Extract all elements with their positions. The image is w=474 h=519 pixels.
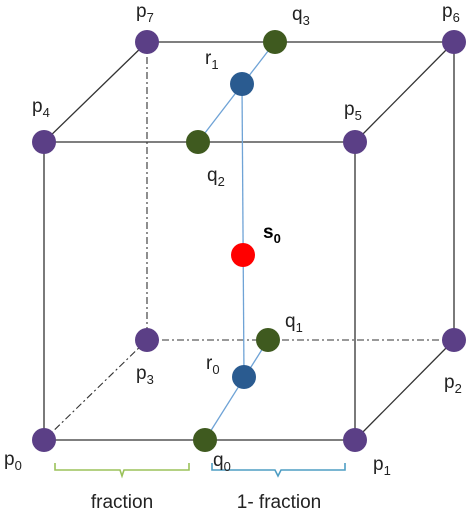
label-q0: q0 <box>213 450 231 474</box>
point-labels: p0 p1 p2 p3 p4 p5 p6 p7 q0 q1 q2 q3 r0 r… <box>4 1 462 478</box>
label-p2: p2 <box>444 372 462 396</box>
point-q1 <box>256 328 280 352</box>
label-q2: q2 <box>207 165 225 189</box>
hidden-edges <box>43 42 454 441</box>
face-interpolated-points <box>230 72 256 389</box>
point-p1 <box>343 428 367 452</box>
point-q3 <box>263 30 287 54</box>
label-p5: p5 <box>344 99 362 123</box>
label-p3: p3 <box>136 363 154 387</box>
point-p2 <box>442 328 466 352</box>
edge-interpolated-points <box>186 30 287 452</box>
point-q2 <box>186 130 210 154</box>
edge-p5-p6 <box>354 41 455 143</box>
cube-edges <box>43 41 455 441</box>
brace-one-minus-fraction-path <box>211 463 346 478</box>
hidden-edge-p0-p3 <box>43 339 148 441</box>
point-r1 <box>230 72 254 96</box>
point-q0 <box>193 428 217 452</box>
label-q3: q3 <box>292 4 310 28</box>
label-p6: p6 <box>442 1 460 25</box>
label-p1: p1 <box>373 454 391 478</box>
brace-one-minus-fraction <box>211 463 346 478</box>
line-q0-q1 <box>204 339 269 441</box>
point-p3 <box>135 328 159 352</box>
point-p5 <box>343 130 367 154</box>
label-p4: p4 <box>32 96 50 120</box>
label-s0: s0 <box>263 222 281 246</box>
edge-p4-p7 <box>43 41 148 143</box>
label-p0: p0 <box>4 449 22 473</box>
label-r1: r1 <box>205 48 219 72</box>
label-q1: q1 <box>285 311 303 335</box>
point-p0 <box>32 428 56 452</box>
point-p7 <box>135 30 159 54</box>
point-p6 <box>442 30 466 54</box>
brace-label-one-minus-fraction: 1- fraction <box>237 492 321 513</box>
label-r0: r0 <box>206 353 220 377</box>
point-p4 <box>32 130 56 154</box>
label-p7: p7 <box>136 1 154 25</box>
brace-label-fraction: fraction <box>91 492 153 513</box>
edge-p1-p2 <box>354 339 455 441</box>
brace-fraction <box>54 463 190 479</box>
corner-points <box>32 30 466 452</box>
point-s0 <box>231 243 255 267</box>
brace-fraction-path <box>54 463 190 479</box>
point-r0 <box>232 365 256 389</box>
line-r0-r1 <box>241 83 245 378</box>
